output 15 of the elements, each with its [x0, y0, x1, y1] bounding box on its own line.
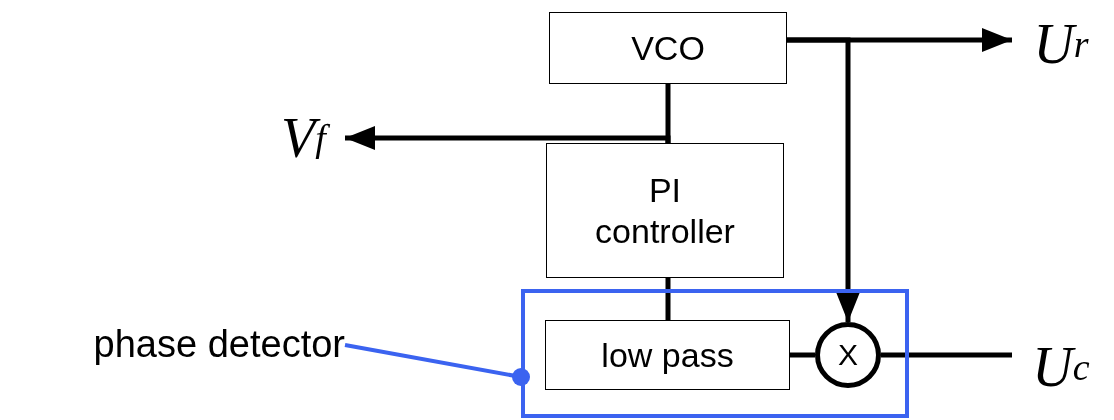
- arrow: [787, 37, 860, 322]
- signal-line: [790, 352, 815, 358]
- box-label: PI controller: [594, 169, 736, 252]
- signal-line: [881, 352, 1012, 358]
- process-box: [545, 320, 790, 390]
- multiply-symbol: X: [838, 338, 858, 372]
- process-box: [549, 12, 787, 84]
- leader-line: [344, 343, 530, 386]
- signal-line: [665, 278, 671, 320]
- box-label: VCO: [631, 27, 705, 69]
- group-box: [521, 289, 909, 418]
- box-label: low pass: [601, 334, 734, 376]
- annotation-label: phase detector: [8, 318, 345, 370]
- signal-line: [665, 84, 671, 143]
- process-box: [546, 143, 784, 278]
